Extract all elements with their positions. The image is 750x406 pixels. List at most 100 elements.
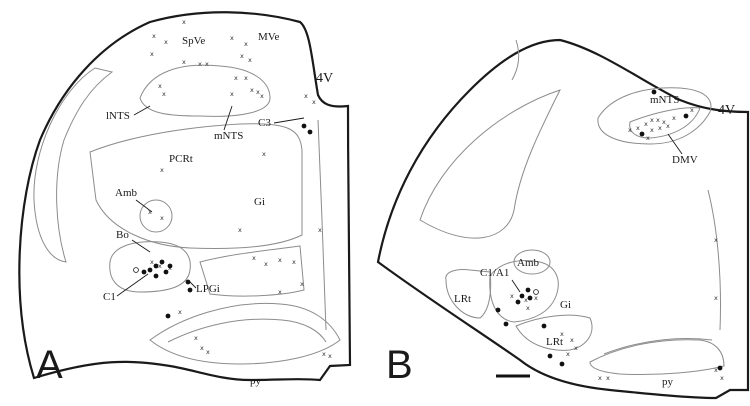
svg-text:x: x bbox=[606, 374, 610, 382]
svg-text:x: x bbox=[636, 124, 640, 132]
panel-a-section-outline bbox=[18, 11, 352, 382]
svg-text:x: x bbox=[240, 52, 244, 60]
panel-a-c1-leader bbox=[116, 273, 149, 297]
svg-text:x: x bbox=[666, 122, 670, 130]
panel-b-amb-label: Amb bbox=[517, 257, 540, 269]
svg-text:x: x bbox=[244, 74, 248, 82]
panel-a-amb-region bbox=[139, 199, 173, 233]
panel-b-amb-region bbox=[513, 249, 551, 275]
svg-text:x: x bbox=[256, 88, 260, 96]
svg-text:x: x bbox=[260, 92, 264, 100]
panel-b-dorsal-ridge bbox=[511, 39, 520, 81]
svg-text:x: x bbox=[234, 74, 238, 82]
svg-text:x: x bbox=[300, 280, 304, 288]
panel-a-lnts-label: lNTS bbox=[106, 110, 130, 122]
svg-text:x: x bbox=[250, 86, 254, 94]
svg-text:x: x bbox=[262, 150, 266, 158]
panel-b-lrt-left-label: LRt bbox=[454, 293, 471, 305]
svg-text:x: x bbox=[278, 256, 282, 264]
panel-a-c3-label: C3 bbox=[258, 117, 271, 129]
svg-text:x: x bbox=[160, 166, 164, 174]
svg-text:x: x bbox=[238, 226, 242, 234]
svg-text:x: x bbox=[646, 134, 650, 142]
svg-text:x: x bbox=[304, 92, 308, 100]
panel-a-mve-label: MVe bbox=[258, 31, 280, 43]
svg-text:x: x bbox=[524, 296, 528, 304]
svg-text:x: x bbox=[200, 344, 204, 352]
panel-a-mnts-leader bbox=[223, 105, 233, 131]
svg-text:x: x bbox=[158, 82, 162, 90]
panel-b-open-markers bbox=[533, 289, 539, 295]
svg-text:x: x bbox=[194, 334, 198, 342]
svg-text:x: x bbox=[252, 254, 256, 262]
svg-text:x: x bbox=[650, 116, 654, 124]
svg-text:x: x bbox=[278, 288, 282, 296]
svg-text:x: x bbox=[206, 348, 210, 356]
svg-text:x: x bbox=[598, 374, 602, 382]
panel-a-amb-leader bbox=[135, 199, 153, 213]
svg-text:x: x bbox=[152, 32, 156, 40]
panel-a-open-markers bbox=[133, 267, 139, 273]
panel-b-dmv-label: DMV bbox=[672, 154, 698, 166]
panel-a-letter: A bbox=[36, 343, 63, 387]
svg-text:x: x bbox=[650, 126, 654, 134]
svg-text:x: x bbox=[714, 236, 718, 244]
panel-b-mnts-label: mNTS bbox=[650, 94, 679, 106]
panel-b-lrt-left-region bbox=[445, 269, 492, 319]
panel-a: SpVe MVe 4V lNTS mNTS C3 PCRt Gi Amb Bo … bbox=[18, 11, 352, 387]
svg-text:x: x bbox=[182, 58, 186, 66]
svg-text:x: x bbox=[292, 258, 296, 266]
panel-a-lnts-leader bbox=[133, 105, 151, 116]
panel-a-lpgi-region bbox=[199, 245, 305, 297]
panel-a-bo-c1-region bbox=[109, 241, 191, 293]
svg-text:x: x bbox=[148, 208, 152, 216]
panel-a-midline bbox=[317, 119, 327, 331]
svg-text:x: x bbox=[205, 60, 209, 68]
panel-b-letter: B bbox=[386, 343, 413, 387]
panel-b-dmv-region bbox=[629, 107, 701, 139]
svg-text:x: x bbox=[230, 90, 234, 98]
panel-b-pyramid-layer bbox=[603, 338, 713, 355]
panel-a-crescent-region bbox=[33, 67, 114, 263]
panel-b-c1a1-label: C1/A1 bbox=[480, 267, 509, 279]
svg-text:x: x bbox=[658, 124, 662, 132]
panel-b-c1a1-region bbox=[489, 260, 559, 323]
panel-b-c1a1-leader bbox=[511, 279, 521, 293]
svg-text:x: x bbox=[248, 56, 252, 64]
svg-text:x: x bbox=[574, 344, 578, 352]
panel-b-gi-label: Gi bbox=[560, 299, 571, 311]
svg-text:x: x bbox=[644, 120, 648, 128]
panel-b-4v-label: 4V bbox=[718, 103, 735, 118]
panel-a-pyramid-layer bbox=[167, 318, 327, 343]
svg-text:x: x bbox=[162, 90, 166, 98]
panel-b-lrt-bottom-label: LRt bbox=[546, 336, 563, 348]
svg-text:x: x bbox=[158, 262, 162, 270]
panel-b-lateral-region bbox=[419, 89, 561, 239]
svg-text:x: x bbox=[322, 350, 326, 358]
svg-text:x: x bbox=[526, 304, 530, 312]
svg-text:x: x bbox=[714, 294, 718, 302]
svg-text:x: x bbox=[690, 106, 694, 114]
panel-a-amb-label: Amb bbox=[115, 187, 138, 199]
panel-b-py-label: py bbox=[662, 376, 674, 388]
svg-text:x: x bbox=[318, 226, 322, 234]
panel-b-nts-region bbox=[597, 87, 712, 145]
svg-text:x: x bbox=[720, 374, 724, 382]
panel-a-c1-label: C1 bbox=[103, 291, 116, 303]
panel-b-lrt-bottom-region bbox=[515, 314, 593, 351]
panel-a-mnts-label: mNTS bbox=[214, 130, 243, 142]
svg-text:x: x bbox=[164, 38, 168, 46]
svg-text:x: x bbox=[230, 34, 234, 42]
panel-a-4v-label: 4V bbox=[316, 71, 333, 86]
svg-text:x: x bbox=[560, 330, 564, 338]
svg-text:x: x bbox=[566, 350, 570, 358]
svg-text:x: x bbox=[198, 60, 202, 68]
panel-a-gi-label: Gi bbox=[254, 196, 265, 208]
svg-text:x: x bbox=[178, 308, 182, 316]
panel-a-filled-markers bbox=[141, 123, 313, 319]
svg-text:x: x bbox=[656, 116, 660, 124]
